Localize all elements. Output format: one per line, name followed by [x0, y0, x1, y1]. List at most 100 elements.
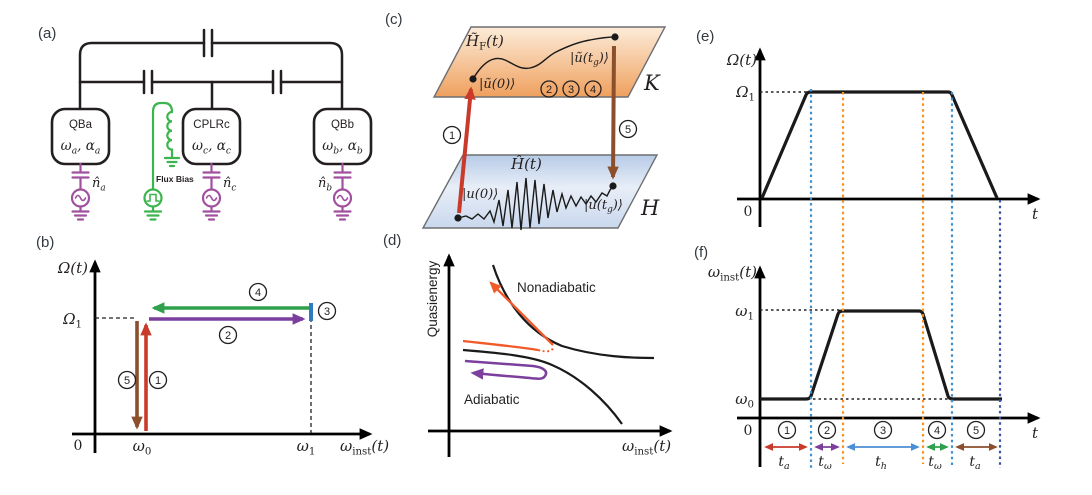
panel-a-label: (a) — [38, 25, 56, 42]
b-ylabel: Ω(t) — [57, 259, 88, 277]
c-mid-step-badges: 2 3 4 — [540, 80, 602, 98]
panel-e-label: (e) — [696, 28, 714, 45]
b-xlabel: ωinst(t) — [340, 437, 389, 458]
tw-label-1: tω — [818, 454, 832, 472]
drive-a-operator: n̂a — [92, 176, 106, 194]
svg-text:5: 5 — [625, 124, 631, 136]
step-badge-3: 3 — [562, 80, 580, 98]
nonadiabatic-path-flat — [462, 339, 539, 352]
omega-pulse-curve — [760, 90, 999, 199]
floquet-space-plane — [432, 26, 667, 98]
nonadiabatic-label: Nonadiabatic — [517, 280, 596, 295]
svg-text:3: 3 — [568, 84, 574, 96]
step-badge-1: 1 — [442, 125, 462, 145]
space-h-label: H — [640, 196, 660, 220]
c-step5-arrow-down — [607, 45, 619, 180]
nonadiabatic-path-jump — [537, 345, 555, 353]
state-dot — [454, 214, 462, 222]
lab-space-plane — [421, 154, 659, 229]
lower-quasienergy-branch — [462, 348, 623, 425]
step-badge-1: 1 — [777, 420, 797, 440]
charge-drives — [70, 162, 353, 221]
e-origin: 0 — [744, 204, 753, 220]
svg-text:3: 3 — [324, 306, 330, 318]
f-duration-labels: ta tω th tω ta — [778, 454, 981, 472]
coupling-wires — [78, 28, 344, 111]
svg-text:2: 2 — [225, 330, 231, 342]
state-dot — [611, 33, 619, 41]
e-ylabel: Ω(t) — [726, 51, 757, 69]
svg-text:5: 5 — [124, 375, 130, 387]
b-origin: 0 — [74, 438, 83, 454]
inductor-coil-icon — [166, 110, 174, 159]
step-badge-5: 5 — [117, 370, 137, 390]
svg-text:4: 4 — [255, 287, 261, 299]
coupler-params: ωc, αc — [192, 138, 231, 157]
step-badge-4: 4 — [584, 80, 602, 98]
svg-text:1: 1 — [784, 425, 790, 437]
svg-text:1: 1 — [449, 130, 455, 142]
panel-d-label: (d) — [383, 232, 401, 249]
frequency-pulse-curve — [760, 309, 1002, 401]
f-origin: 0 — [744, 423, 753, 439]
adiabatic-label: Adiabatic — [464, 392, 520, 407]
qubit-b-params: ωb, αb — [322, 138, 363, 157]
svg-text:1: 1 — [155, 375, 161, 387]
b-xtick-w0: ω0 — [133, 437, 152, 458]
wire-top-right — [210, 41, 344, 111]
f-step-badges: 1 2 3 4 5 — [777, 420, 986, 440]
state-bottom-initial: |u(0)⟩ — [462, 187, 498, 202]
tw-label-2: tω — [928, 454, 942, 472]
panel-f-label: (f) — [694, 244, 708, 261]
drive-a — [70, 162, 91, 221]
f-ylabel: ωinst(t) — [708, 263, 757, 284]
panel-b-label: (b) — [36, 234, 54, 251]
drive-b — [332, 162, 353, 221]
wire-top-left — [78, 41, 206, 111]
drive-c-operator: n̂c — [223, 176, 236, 194]
nonadiabatic-arrow — [489, 281, 554, 346]
qubit-a-params: ωa, αa — [61, 138, 101, 157]
d-xlabel: ωinst(t) — [622, 437, 671, 458]
svg-text:5: 5 — [973, 425, 979, 437]
e-xlabel: t — [1032, 205, 1039, 223]
step-badge-1: 1 — [148, 370, 168, 390]
step-badge-3: 3 — [873, 420, 893, 440]
svg-text:4: 4 — [934, 425, 940, 437]
step-badge-4: 4 — [248, 282, 268, 302]
circuit-boxes: QBa ωa, αa CPLRc ωc, αc QBb ωb, αb — [50, 107, 373, 166]
panel-d-quasienergy: (d) Quasienergy Nonadiabatic Adiabatic ω… — [383, 232, 673, 458]
qubit-a-name: QBa — [69, 119, 93, 131]
panel-a-circuit: (a) QBa ωa, αa CPLRc ωc, αc QBb ωb, αb — [38, 25, 373, 221]
step-badge-3: 3 — [317, 301, 337, 321]
flux-bias-line — [143, 101, 181, 221]
step-badge-2: 2 — [540, 80, 558, 98]
f-xlabel: t — [1032, 424, 1039, 442]
drive-b-operator: n̂b — [318, 176, 332, 194]
svg-text:3: 3 — [880, 425, 886, 437]
timing-guide-lines — [809, 89, 1002, 468]
step-badge-5: 5 — [966, 420, 986, 440]
adiabatic-loop-arrow — [464, 359, 548, 380]
smooth-trajectory-curve — [472, 36, 616, 80]
pulse-source-icon — [143, 188, 163, 208]
ta-label-1: ta — [778, 454, 790, 472]
panel-e-omega-pulse: (e) Ω(t) Ω1 0 t — [696, 28, 1041, 227]
step-badge-2: 2 — [817, 420, 837, 440]
state-bottom-final: |u(tg)⟩ — [584, 198, 623, 215]
step-badge-4: 4 — [927, 420, 947, 440]
flux-bias-label: Flux Bias — [156, 174, 194, 184]
coupler-name: CPLRc — [193, 119, 230, 131]
b-ytick-omega1: Ω1 — [62, 310, 82, 331]
th-label: th — [875, 454, 887, 472]
coupler-box — [181, 107, 242, 166]
state-dot — [609, 182, 617, 190]
qubit-a-box — [50, 107, 111, 166]
panel-f-frequency-pulse: (f) ωinst(t) ω1 ω0 0 t 1 2 3 4 5 ta tω — [694, 244, 1041, 472]
qubit-b-name: QBb — [331, 119, 354, 131]
panel-c-label: (c) — [385, 11, 403, 28]
lab-hamiltonian-label: Ĥ(t) — [510, 155, 542, 173]
panel-c-spaces: (c) H̃F(t) |ũ(0)⟩ |ũ(tg)⟩ 2 3 4 K Ĥ(t) |… — [385, 11, 667, 231]
e-ytick-omega1: Ω1 — [735, 83, 755, 104]
